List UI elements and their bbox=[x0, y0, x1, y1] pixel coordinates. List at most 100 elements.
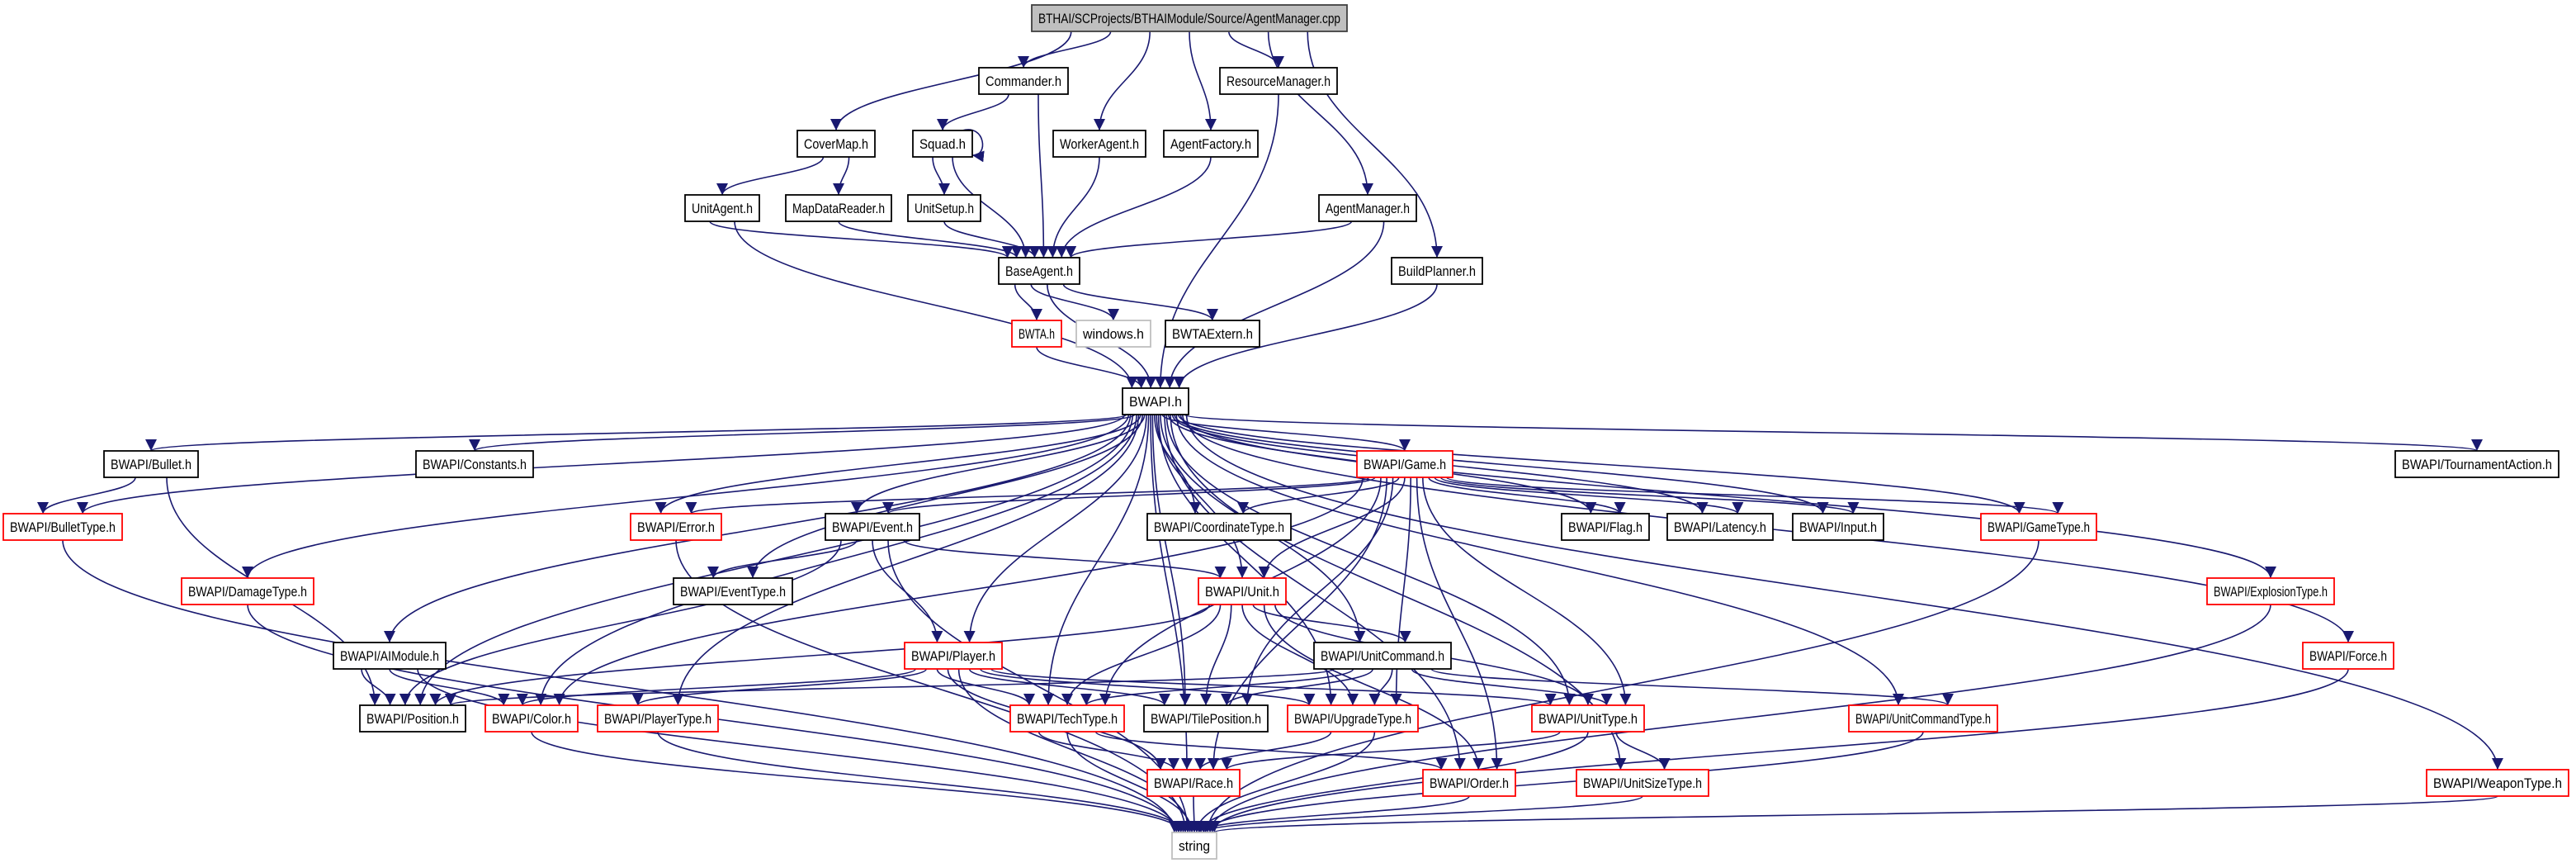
node-unitsizetype[interactable]: BWAPI/UnitSizeType.h bbox=[1576, 769, 1709, 797]
node-box bbox=[1163, 130, 1259, 158]
node-label: Squad.h bbox=[919, 136, 966, 152]
node-label: BWAPI/Bullet.h bbox=[111, 457, 191, 472]
include-edge-unitagent-to-baseagent bbox=[709, 220, 1014, 258]
include-edge-event-to-position bbox=[399, 539, 842, 706]
node-unitcommand[interactable]: BWAPI/UnitCommand.h bbox=[1313, 642, 1452, 670]
include-edge-bwapi-to-playertype bbox=[672, 414, 1140, 706]
node-force[interactable]: BWAPI/Force.h bbox=[2302, 642, 2394, 670]
include-edge-unitcommandtype-to-string bbox=[1199, 731, 1924, 833]
node-box bbox=[1666, 513, 1774, 541]
node-workeragent[interactable]: WorkerAgent.h bbox=[1052, 130, 1146, 158]
node-label: BWAPI/Game.h bbox=[1364, 457, 1446, 472]
include-edge-root-to-covermap bbox=[830, 31, 1072, 131]
include-edge-unit-to-order bbox=[1263, 604, 1485, 771]
node-bwapi[interactable]: BWAPI.h bbox=[1122, 387, 1189, 415]
node-box bbox=[1561, 513, 1650, 541]
node-constants[interactable]: BWAPI/Constants.h bbox=[415, 450, 534, 478]
include-edge-bwapi-to-order bbox=[1164, 414, 1466, 771]
node-box bbox=[978, 67, 1069, 95]
node-position[interactable]: BWAPI/Position.h bbox=[359, 704, 466, 733]
node-squad[interactable]: Squad.h bbox=[912, 130, 973, 158]
node-baseagent[interactable]: BaseAgent.h bbox=[998, 257, 1080, 285]
node-game[interactable]: BWAPI/Game.h bbox=[1356, 450, 1453, 478]
include-edge-player-to-techtype bbox=[936, 668, 1035, 706]
node-label: windows.h bbox=[1082, 326, 1144, 342]
node-bwtaextern[interactable]: BWTAExtern.h bbox=[1165, 320, 1260, 348]
node-player[interactable]: BWAPI/Player.h bbox=[904, 642, 1003, 670]
node-windows[interactable]: windows.h bbox=[1075, 320, 1151, 348]
node-bullet[interactable]: BWAPI/Bullet.h bbox=[103, 450, 199, 478]
node-resourcemanager[interactable]: ResourceManager.h bbox=[1219, 67, 1338, 95]
node-unitsetup[interactable]: UnitSetup.h bbox=[907, 194, 981, 222]
include-edge-unittype-to-race bbox=[1221, 731, 1561, 771]
node-string[interactable]: string bbox=[1171, 832, 1217, 860]
include-edge-explosiontype-to-string bbox=[1204, 604, 2271, 833]
node-box bbox=[684, 194, 760, 222]
node-box bbox=[1146, 513, 1292, 541]
node-error[interactable]: BWAPI/Error.h bbox=[630, 513, 722, 541]
include-edge-bullet-to-bullettype bbox=[37, 477, 136, 514]
node-color[interactable]: BWAPI/Color.h bbox=[484, 704, 579, 733]
node-unit[interactable]: BWAPI/Unit.h bbox=[1198, 577, 1287, 605]
node-event[interactable]: BWAPI/Event.h bbox=[825, 513, 920, 541]
node-box bbox=[1313, 642, 1452, 670]
include-edge-unitsizetype-to-string bbox=[1198, 795, 1643, 833]
include-edge-player-to-playertype bbox=[631, 668, 927, 706]
node-upgradetype[interactable]: BWAPI/UpgradeType.h bbox=[1287, 704, 1419, 733]
node-box bbox=[1075, 320, 1151, 348]
node-box bbox=[1146, 769, 1241, 797]
node-techtype[interactable]: BWAPI/TechType.h bbox=[1009, 704, 1125, 733]
node-label: BWAPI/UpgradeType.h bbox=[1294, 711, 1411, 727]
include-edge-upgradetype-to-string bbox=[1190, 731, 1376, 833]
node-eventtype[interactable]: BWAPI/EventType.h bbox=[673, 577, 793, 605]
node-coordinatetype[interactable]: BWAPI/CoordinateType.h bbox=[1146, 513, 1292, 541]
include-edge-bwapi-to-event bbox=[851, 414, 1146, 514]
node-label: BWAPI/ExplosionType.h bbox=[2214, 584, 2328, 600]
node-box bbox=[2, 513, 123, 541]
node-gametype[interactable]: BWAPI/GameType.h bbox=[1980, 513, 2097, 541]
node-input[interactable]: BWAPI/Input.h bbox=[1792, 513, 1884, 541]
node-unitagent[interactable]: UnitAgent.h bbox=[684, 194, 760, 222]
include-edge-squad-to-unitsetup bbox=[932, 156, 950, 196]
node-box bbox=[1143, 704, 1269, 733]
node-aimodule[interactable]: BWAPI/AIModule.h bbox=[333, 642, 447, 670]
include-edge-root-to-commander bbox=[1018, 31, 1112, 69]
node-unittype[interactable]: BWAPI/UnitType.h bbox=[1531, 704, 1645, 733]
include-edge-squad-to-baseagent bbox=[952, 156, 1032, 258]
include-edge-game-to-flag bbox=[1428, 477, 1626, 514]
node-tileposition[interactable]: BWAPI/TilePosition.h bbox=[1143, 704, 1269, 733]
node-agentfactory[interactable]: AgentFactory.h bbox=[1163, 130, 1259, 158]
node-label: BWAPI/Latency.h bbox=[1674, 519, 1766, 535]
node-label: BWAPI/Event.h bbox=[832, 519, 913, 535]
include-edge-bwapi-to-constants bbox=[469, 414, 1136, 452]
node-weapontype[interactable]: BWAPI/WeaponType.h bbox=[2426, 769, 2569, 797]
node-agentmanager-h[interactable]: AgentManager.h bbox=[1318, 194, 1417, 222]
node-covermap[interactable]: CoverMap.h bbox=[796, 130, 876, 158]
node-commander[interactable]: Commander.h bbox=[978, 67, 1069, 95]
node-label: BWAPI/CoordinateType.h bbox=[1154, 519, 1284, 535]
include-edge-techtype-to-string bbox=[1066, 731, 1198, 833]
include-edge-unitcommand-to-techtype bbox=[1080, 668, 1354, 706]
node-root[interactable]: BTHAI/SCProjects/BTHAIModule/Source/Agen… bbox=[1031, 4, 1348, 32]
node-damagetype[interactable]: BWAPI/DamageType.h bbox=[181, 577, 314, 605]
node-box bbox=[1531, 704, 1645, 733]
include-edge-root-to-agentfactory bbox=[1189, 31, 1217, 131]
node-latency[interactable]: BWAPI/Latency.h bbox=[1666, 513, 1774, 541]
include-edge-game-to-order bbox=[1416, 477, 1503, 771]
node-flag[interactable]: BWAPI/Flag.h bbox=[1561, 513, 1650, 541]
include-edge-game-to-error bbox=[685, 477, 1370, 514]
node-unitcommandtype[interactable]: BWAPI/UnitCommandType.h bbox=[1848, 704, 1998, 733]
node-bwta[interactable]: BWTA.h bbox=[1011, 320, 1062, 348]
node-playertype[interactable]: BWAPI/PlayerType.h bbox=[597, 704, 719, 733]
node-label: BWAPI/DamageType.h bbox=[188, 584, 307, 600]
include-edge-agentmanager_h-to-baseagent bbox=[1065, 220, 1353, 258]
node-race[interactable]: BWAPI/Race.h bbox=[1146, 769, 1241, 797]
node-tournamentaction[interactable]: BWAPI/TournamentAction.h bbox=[2394, 450, 2559, 478]
node-mapdatareader[interactable]: MapDataReader.h bbox=[785, 194, 892, 222]
node-explosiontype[interactable]: BWAPI/ExplosionType.h bbox=[2206, 577, 2335, 605]
node-order[interactable]: BWAPI/Order.h bbox=[1422, 769, 1516, 797]
include-edge-bwapi-to-unitcommandtype bbox=[1175, 414, 1904, 706]
node-bullettype[interactable]: BWAPI/BulletType.h bbox=[2, 513, 123, 541]
node-buildplanner[interactable]: BuildPlanner.h bbox=[1391, 257, 1483, 285]
